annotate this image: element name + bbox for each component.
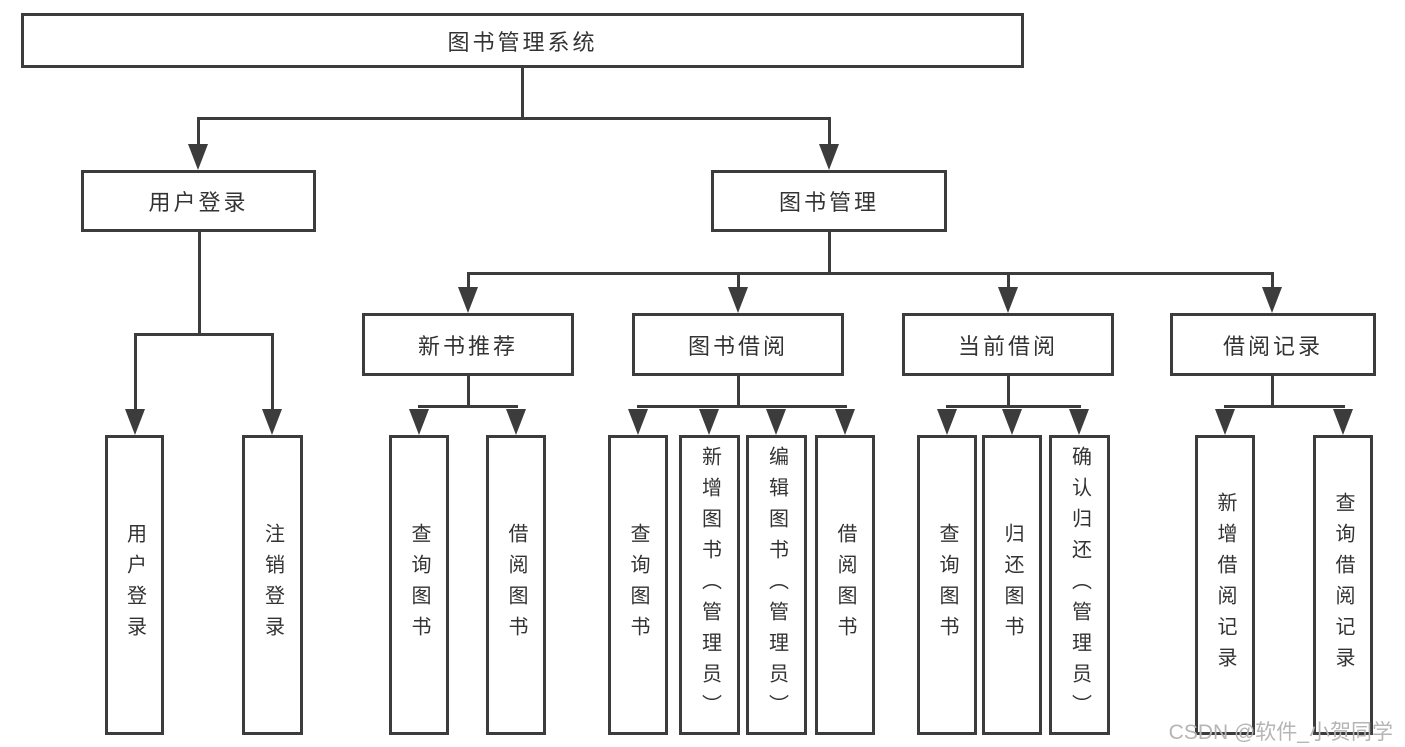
node-library-management-system: 图书管理系统 <box>21 13 1024 68</box>
connector-line <box>1271 376 1274 408</box>
leaf-rec-query-books: 查询图书 <box>389 435 449 735</box>
connector-line <box>1271 275 1274 290</box>
arrowhead-down-icon <box>409 409 429 435</box>
connector-line <box>1007 376 1010 408</box>
arrowhead-down-icon <box>766 409 786 435</box>
node-library-management-system-label: 图书管理系统 <box>447 29 598 55</box>
connector-line <box>737 376 740 408</box>
leaf-add-borrow-record-label: 新增借阅记录 <box>1214 492 1236 678</box>
connector-line <box>197 120 200 148</box>
node-book-borrowing-label: 图书借阅 <box>687 333 788 359</box>
connector-line <box>637 405 847 408</box>
arrowhead-down-icon <box>728 287 748 313</box>
leaf-user-login-label: 用户登录 <box>123 523 146 647</box>
arrowhead-down-icon <box>506 409 526 435</box>
connector-line <box>828 232 831 275</box>
leaf-edit-books-admin-label: 编辑图书（管理员） <box>765 445 788 725</box>
arrowhead-down-icon <box>1215 409 1235 435</box>
leaf-rec-borrow-books: 借阅图书 <box>486 435 546 735</box>
arrowhead-down-icon <box>1002 409 1022 435</box>
leaf-return-books-label: 归还图书 <box>1001 523 1023 647</box>
leaf-borrow-query-books-label: 查询图书 <box>627 523 649 647</box>
leaf-confirm-return-admin: 确认归还（管理员） <box>1049 435 1110 735</box>
connector-line <box>198 232 201 336</box>
connector-line <box>467 376 470 408</box>
leaf-borrow-books-label: 借阅图书 <box>834 523 856 647</box>
leaf-borrow-books: 借阅图书 <box>815 435 875 735</box>
arrowhead-down-icon <box>1333 409 1353 435</box>
node-borrowing-records: 借阅记录 <box>1170 313 1376 376</box>
arrowhead-down-icon <box>1262 287 1282 313</box>
leaf-query-borrow-record: 查询借阅记录 <box>1313 435 1373 735</box>
leaf-add-books-admin: 新增图书（管理员） <box>679 435 740 735</box>
connector-line <box>1007 275 1010 290</box>
connector-line <box>828 120 831 148</box>
node-current-borrowing-label: 当前借阅 <box>957 333 1058 359</box>
node-current-borrowing: 当前借阅 <box>902 313 1114 376</box>
connector-line <box>946 405 1081 408</box>
leaf-query-borrow-record-label: 查询借阅记录 <box>1332 492 1354 678</box>
leaf-add-borrow-record: 新增借阅记录 <box>1195 435 1255 735</box>
node-book-borrowing: 图书借阅 <box>632 313 844 376</box>
connector-line <box>134 333 274 336</box>
arrowhead-down-icon <box>998 287 1018 313</box>
arrowhead-down-icon <box>125 409 145 435</box>
node-user-login: 用户登录 <box>81 170 316 232</box>
connector-line <box>737 275 740 290</box>
arrowhead-down-icon <box>699 409 719 435</box>
arrowhead-down-icon <box>262 409 282 435</box>
node-borrowing-records-label: 借阅记录 <box>1222 333 1323 359</box>
leaf-edit-books-admin: 编辑图书（管理员） <box>746 435 807 735</box>
arrowhead-down-icon <box>188 144 208 170</box>
leaf-current-query-books-label: 查询图书 <box>936 523 958 647</box>
connector-line <box>197 117 831 120</box>
connector-line <box>467 272 1274 275</box>
node-new-book-recommendation: 新书推荐 <box>362 313 574 376</box>
connector-line <box>418 405 518 408</box>
arrowhead-down-icon <box>819 144 839 170</box>
csdn-watermark: CSDN @软件_小贺同学 <box>1168 721 1393 744</box>
node-user-login-label: 用户登录 <box>148 190 249 215</box>
node-new-book-recommendation-label: 新书推荐 <box>417 333 518 359</box>
arrowhead-down-icon <box>628 409 648 435</box>
arrowhead-down-icon <box>458 287 478 313</box>
leaf-logout: 注销登录 <box>242 435 303 735</box>
connector-line <box>134 336 137 412</box>
leaf-borrow-query-books: 查询图书 <box>608 435 668 735</box>
arrowhead-down-icon <box>1069 409 1089 435</box>
connector-line <box>521 68 524 120</box>
connector-line <box>1224 405 1345 408</box>
connector-line <box>467 275 470 290</box>
arrowhead-down-icon <box>835 409 855 435</box>
leaf-user-login: 用户登录 <box>105 435 164 735</box>
node-book-management-label: 图书管理 <box>778 190 879 215</box>
node-book-management: 图书管理 <box>711 170 947 232</box>
leaf-confirm-return-admin-label: 确认归还（管理员） <box>1068 445 1091 725</box>
leaf-current-query-books: 查询图书 <box>917 435 977 735</box>
leaf-return-books: 归还图书 <box>982 435 1042 735</box>
leaf-add-books-admin-label: 新增图书（管理员） <box>698 445 721 725</box>
leaf-logout-label: 注销登录 <box>261 523 284 647</box>
arrowhead-down-icon <box>937 409 957 435</box>
leaf-rec-query-books-label: 查询图书 <box>408 523 430 647</box>
leaf-rec-borrow-books-label: 借阅图书 <box>505 523 527 647</box>
connector-line <box>271 336 274 412</box>
